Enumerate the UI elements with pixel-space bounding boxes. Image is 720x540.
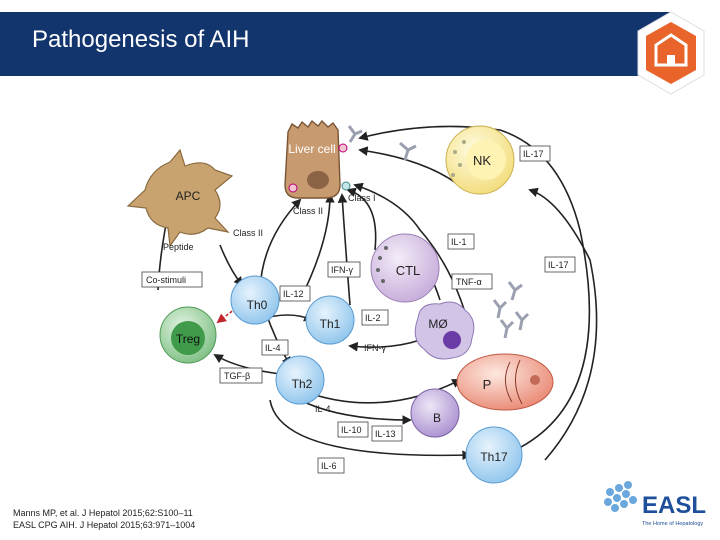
macrophage-cell: MØ (414, 301, 475, 360)
peptide-label: Peptide (163, 242, 194, 252)
co-stimuli-box: Co-stimuli (141, 271, 203, 288)
tgfb-box: TGF-β (219, 367, 263, 384)
nk-cell: NK (445, 125, 515, 195)
il4-a-box: IL-4 (261, 339, 289, 356)
antibody-icon (347, 125, 530, 339)
p-label: P (483, 377, 492, 392)
reference-1: Manns MP, et al. J Hepatol 2015;62:S100–… (13, 508, 193, 518)
svg-text:IL-1: IL-1 (451, 237, 467, 247)
th2-cell: Th2 (275, 355, 325, 405)
il12-box: IL-12 (279, 285, 311, 302)
class-ii-liver-label: Class II (293, 206, 323, 216)
b-label: B (433, 411, 441, 425)
home-icon[interactable] (636, 10, 706, 96)
treg-cell: Treg (159, 306, 217, 364)
il17-b-box: IL-17 (544, 256, 576, 273)
svg-text:TNF-α: TNF-α (456, 277, 482, 287)
apc-label: APC (176, 189, 201, 203)
svg-text:IL-17: IL-17 (548, 260, 569, 270)
il13-box: IL-13 (371, 425, 403, 442)
il2-box: IL-2 (361, 309, 389, 326)
page-title: Pathogenesis of AIH (32, 26, 250, 53)
th1-cell: Th1 (305, 295, 355, 345)
th2-label: Th2 (292, 377, 313, 391)
easl-logo-text: EASL (642, 492, 706, 519)
easl-logo: EASL The Home of Hepatology (604, 481, 706, 527)
svg-text:IL-17: IL-17 (523, 149, 544, 159)
class-ii-apc-label: Class II (233, 228, 263, 238)
b-cell: B (410, 388, 460, 438)
svg-text:Co-stimuli: Co-stimuli (146, 275, 186, 285)
th1-label: Th1 (320, 317, 341, 331)
ifng-label: IFN-γ (364, 343, 386, 353)
svg-text:IL-10: IL-10 (341, 425, 362, 435)
apc-cell: APC (126, 148, 234, 248)
plasma-cell: P (456, 353, 554, 411)
th0-label: Th0 (247, 298, 268, 312)
il6-box: IL-6 (317, 457, 345, 474)
il1-box: IL-1 (447, 233, 475, 250)
svg-text:IL-4: IL-4 (265, 343, 281, 353)
mo-label: MØ (428, 317, 447, 331)
svg-text:IL-2: IL-2 (365, 313, 381, 323)
header: Pathogenesis of AIH (0, 0, 720, 95)
reference-2: EASL CPG AIH. J Hepatol 2015;63:971–1004 (13, 520, 196, 530)
easl-logo-tagline: The Home of Hepatology (642, 521, 703, 527)
nk-label: NK (473, 153, 491, 168)
ifng-box: IFN-γ (327, 261, 361, 278)
svg-text:IL-6: IL-6 (321, 461, 337, 471)
svg-text:IFN-γ: IFN-γ (331, 265, 353, 275)
ctl-cell: CTL (370, 233, 440, 303)
il4-b-label: IL-4 (315, 404, 331, 414)
svg-text:IL-13: IL-13 (375, 429, 396, 439)
class-i-label: Class I (348, 193, 376, 203)
svg-text:TGF-β: TGF-β (224, 371, 250, 381)
il10-box: IL-10 (337, 421, 369, 438)
th17-label: Th17 (480, 450, 508, 464)
tnfa-box: TNF-α (451, 273, 493, 290)
liver-cell: Liver cell (284, 119, 341, 199)
th17-cell: Th17 (465, 426, 523, 484)
ctl-label: CTL (396, 263, 421, 278)
treg-label: Treg (176, 332, 200, 346)
liver-cell-label: Liver cell (288, 142, 335, 156)
th0-cell: Th0 (230, 275, 280, 325)
header-bar (0, 12, 672, 76)
svg-text:IL-12: IL-12 (283, 289, 304, 299)
il17-a-box: IL-17 (519, 145, 551, 162)
